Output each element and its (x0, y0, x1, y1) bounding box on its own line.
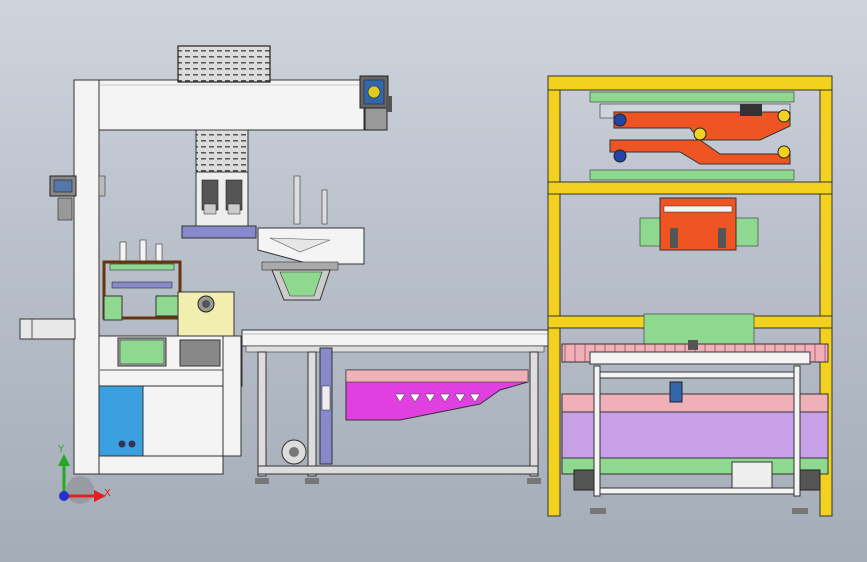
hopper-assembly[interactable] (257, 175, 365, 301)
right-frame[interactable] (547, 75, 833, 517)
beam-motor (359, 75, 392, 131)
gantry-top-beam (98, 79, 365, 131)
top-grill-box (177, 45, 271, 83)
z-axis-dot (59, 491, 69, 501)
orange-linkage-lower (609, 139, 791, 165)
left-station[interactable] (98, 239, 243, 475)
gantry-column (73, 79, 100, 475)
pick-head[interactable] (181, 129, 257, 239)
lavender-base (561, 411, 829, 459)
left-gantry[interactable] (19, 45, 392, 475)
axis-triad: Y X (57, 444, 111, 504)
x-axis-label: X (104, 488, 111, 499)
side-cylinder (19, 318, 76, 340)
conveyor[interactable] (241, 329, 549, 484)
y-axis-label: Y (57, 444, 65, 455)
conveyor-belt (241, 329, 549, 347)
